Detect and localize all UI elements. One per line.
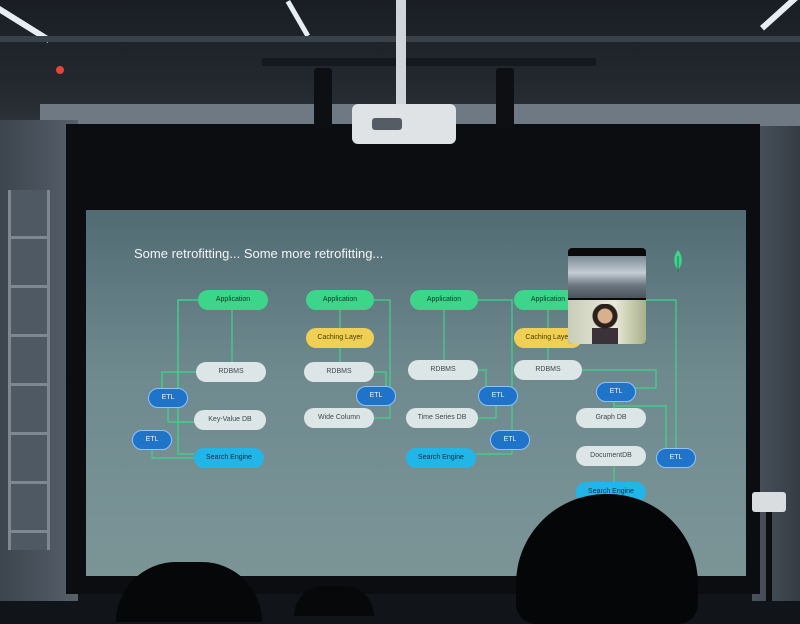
diagram-2-application: Application xyxy=(306,290,374,310)
diagram-4-graph-db: Graph DB xyxy=(576,408,646,428)
diagram-2-etl: ETL xyxy=(356,386,396,406)
tripod xyxy=(766,512,772,601)
connector-lines xyxy=(151,299,677,486)
diagram-3-application: Application xyxy=(410,290,478,310)
spotlight-right xyxy=(496,68,514,128)
diagram-1-etl: ETL xyxy=(148,388,188,408)
diagram-4-rdbms: RDBMS xyxy=(514,360,582,380)
diagram-3-time-series-db: Time Series DB xyxy=(406,408,478,428)
video-feed-audience-view xyxy=(568,256,646,298)
diagram-2-caching-layer: Caching Layer xyxy=(306,328,374,348)
diagram-1-etl: ETL xyxy=(132,430,172,450)
slide-title: Some retrofitting... Some more retrofitt… xyxy=(134,246,384,261)
shelf xyxy=(8,190,50,550)
diagram-3-etl: ETL xyxy=(490,430,530,450)
projector-lens xyxy=(372,118,402,130)
diagram-1-application: Application xyxy=(198,290,268,310)
projector-mount xyxy=(396,0,406,104)
camera-icon xyxy=(752,492,786,512)
light-rail xyxy=(262,58,596,66)
projector-icon xyxy=(352,104,456,144)
diagram-2-rdbms: RDBMS xyxy=(304,362,374,382)
diagram-2-wide-column: Wide Column xyxy=(304,408,374,428)
leaf-icon xyxy=(674,250,682,272)
diagram-4-application: Application xyxy=(514,290,582,310)
diagram-3-rdbms: RDBMS xyxy=(408,360,478,380)
diagram-4-etl: ETL xyxy=(596,382,636,402)
right-wall xyxy=(752,126,800,601)
diagram-4-caching-layer: Caching Layer xyxy=(514,328,582,348)
diagram-4-documentdb: DocumentDB xyxy=(576,446,646,466)
video-feed-icon xyxy=(568,248,646,344)
diagram-3-search-engine: Search Engine xyxy=(406,448,476,468)
diagram-3-etl: ETL xyxy=(478,386,518,406)
diagram-1-rdbms: RDBMS xyxy=(196,362,266,382)
alarm-light xyxy=(56,66,64,74)
speaker-avatar xyxy=(592,304,618,344)
diagram-1-search-engine: Search Engine xyxy=(194,448,264,468)
spotlight-left xyxy=(314,68,332,128)
diagram-1-key-value-db: Key-Value DB xyxy=(194,410,266,430)
diagram-4-etl: ETL xyxy=(656,448,696,468)
